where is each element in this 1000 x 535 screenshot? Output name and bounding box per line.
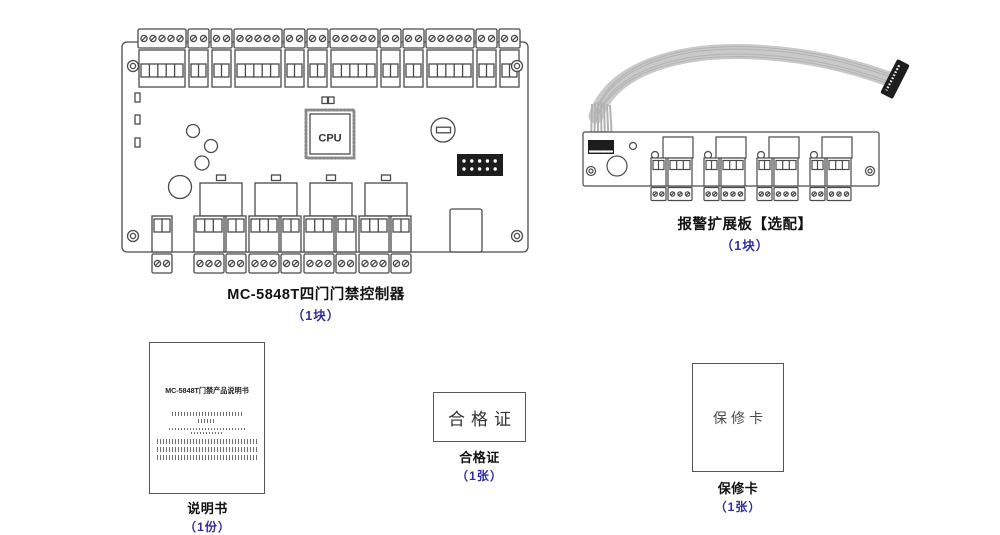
capacitor	[167, 123, 219, 200]
manual-placeholder-line	[197, 419, 217, 423]
ribbon-cable	[588, 44, 910, 141]
pin-header	[457, 154, 503, 176]
controller-caption: MC-5848T四门门禁控制器 （1块）	[120, 283, 512, 324]
controller-qty-label: （1块）	[291, 309, 341, 323]
mounting-hole	[126, 59, 524, 243]
warranty-name-label: 保修卡	[717, 481, 759, 496]
expansion-caption: 报警扩展板【选配】 （1块）	[620, 213, 870, 254]
board-ribbon-connector	[588, 140, 614, 154]
warranty-card: 保修卡	[692, 363, 784, 472]
cpu-chip: CPU	[304, 108, 356, 160]
indicator-circle	[628, 141, 819, 160]
jumper-pins	[321, 96, 335, 105]
rj45-socket	[449, 208, 483, 253]
manual-qty-label: （1份）	[184, 520, 231, 534]
manual-name-label: 说明书	[187, 501, 228, 516]
expansion-qty-label: （1块）	[720, 239, 770, 253]
manual-placeholder-line	[169, 428, 245, 430]
manual-cover-title: MC-5848T门禁产品说明书	[165, 386, 249, 395]
manual-cover: MC-5848T门禁产品说明书	[149, 342, 265, 494]
certificate-card: 合格证	[433, 392, 526, 442]
controller-name-label: MC-5848T四门门禁控制器	[227, 287, 405, 303]
certificate-qty-label: （1张）	[456, 469, 503, 483]
relay	[199, 174, 408, 217]
expansion-name-label: 报警扩展板【选配】	[677, 217, 813, 233]
manual-caption: 说明书 （1份）	[150, 498, 265, 535]
manual-placeholder-line	[156, 455, 258, 460]
manual-placeholder-line	[171, 412, 243, 416]
manual-placeholder-line	[156, 447, 258, 452]
controller-board-diagram: CPU	[121, 22, 529, 278]
certificate-inner-text: 合格证	[448, 409, 517, 430]
expansion-board-diagram	[582, 44, 910, 204]
warranty-inner-text: 保修卡	[713, 410, 767, 427]
manual-placeholder-line	[156, 439, 258, 444]
certificate-name-label: 合格证	[459, 450, 500, 465]
cpu-label: CPU	[318, 132, 341, 144]
warranty-qty-label: （1张）	[714, 500, 762, 514]
cable-end-connector	[880, 59, 910, 99]
relay	[662, 136, 853, 159]
buzzer	[606, 155, 628, 177]
certificate-caption: 合格证 （1张）	[433, 447, 526, 484]
warranty-caption: 保修卡 （1张）	[692, 478, 784, 515]
mounting-hole	[585, 165, 876, 177]
manual-placeholder-line	[191, 432, 223, 434]
status-led	[134, 92, 141, 148]
battery-holder	[430, 117, 456, 143]
